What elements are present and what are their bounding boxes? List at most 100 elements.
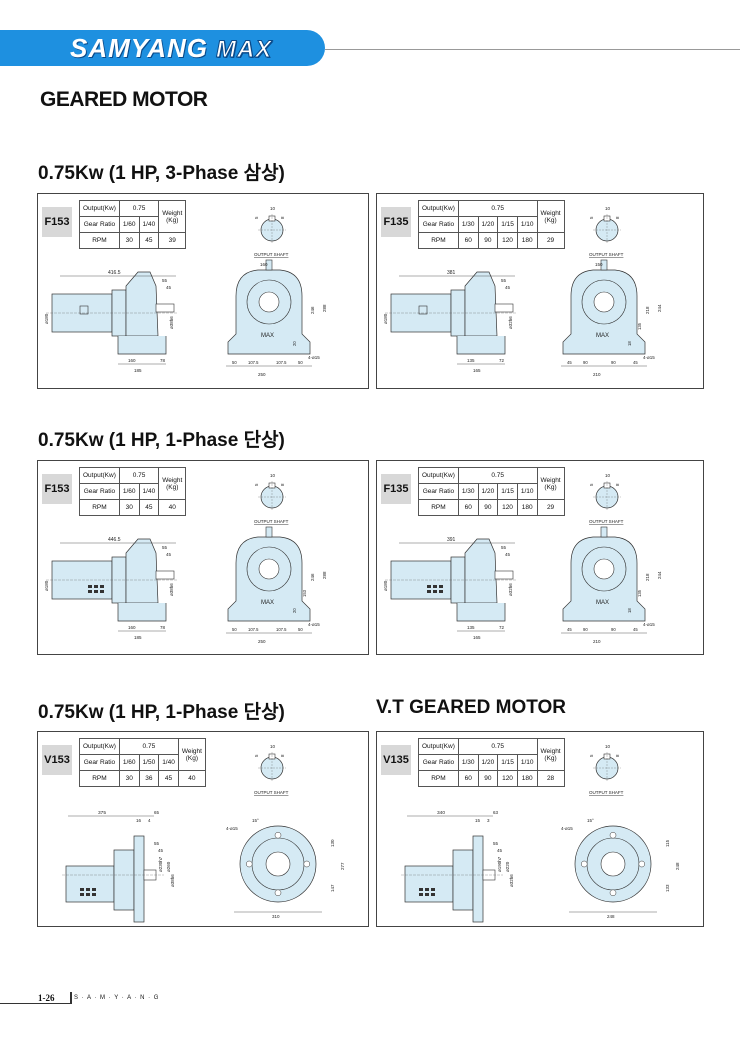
spec-cell: Gear Ratio	[418, 216, 459, 233]
spec-cell: Gear Ratio	[79, 216, 120, 233]
dimension-label: 18	[627, 341, 632, 346]
spec-cell: 1/10	[516, 754, 538, 771]
spec-cell: 45	[138, 499, 160, 516]
dimension-label: 18	[627, 608, 632, 613]
dimension-label: 150	[595, 262, 603, 267]
spec-cell: 1/60	[118, 483, 140, 500]
dimension-label: 288	[322, 304, 327, 312]
dimension-label: 375	[98, 810, 106, 816]
spec-cell: 1/30	[457, 754, 479, 771]
dimension-label: 244	[657, 304, 662, 312]
spec-cell: Gear Ratio	[418, 483, 459, 500]
dimension-label: 50	[298, 627, 303, 632]
dimension-label: 45	[505, 285, 511, 290]
spec-cell: 30	[118, 499, 140, 516]
spec-cell: RPM	[418, 770, 459, 787]
dimension-label: 248	[675, 862, 680, 870]
dimension-label: 107.5	[248, 627, 259, 632]
dimension-label: 4-ø15	[308, 355, 320, 360]
dimension-label: 8	[615, 216, 620, 219]
header-rule	[325, 49, 740, 50]
model-code: V135	[381, 745, 411, 775]
dimension-label: 4	[148, 818, 151, 823]
dimension-label: ø180	[44, 580, 49, 591]
dimension-label: ø230h7	[158, 856, 163, 872]
page-number: 1-26	[38, 993, 55, 1003]
spec-cell: 180	[516, 232, 538, 249]
dimension-label: 135	[467, 625, 475, 630]
spec-cell: 0.75	[457, 738, 538, 755]
spec-cell: Output(Kw)	[79, 200, 120, 217]
dimension-label: 15°	[252, 818, 259, 823]
dimension-label: 135	[637, 322, 642, 330]
dimension-label: 90	[611, 627, 616, 632]
spec-cell: 1/10	[516, 216, 538, 233]
spec-cell: 1/50	[138, 754, 160, 771]
spec-cell: 1/40	[138, 483, 160, 500]
dimension-label: 288	[322, 571, 327, 579]
spec-cell: 1/20	[477, 754, 499, 771]
spec-cell: Gear Ratio	[418, 754, 459, 771]
dimension-label: 4-ø15	[308, 622, 320, 627]
weight-header: Weight(Kg)	[158, 200, 187, 233]
spec-cell: 1/40	[158, 754, 179, 771]
spec-cell: Output(Kw)	[418, 200, 459, 217]
dimension-label: ø32h6	[508, 316, 513, 329]
section-title-1phase: 0.75Kw (1 HP, 1-Phase 단상)	[38, 430, 285, 451]
spec-cell: 1/60	[118, 216, 140, 233]
max-logo: MAX	[261, 600, 274, 606]
dimension-label: 45	[567, 627, 572, 632]
output-shaft-label: OUTPUT SHAFT	[589, 790, 624, 795]
dimension-label: ø38h6	[170, 874, 175, 887]
dimension-label: 55	[162, 278, 168, 283]
dimension-label: 45	[633, 360, 638, 365]
dimension-label: ø32h6	[509, 874, 514, 887]
spec-cell: 45	[158, 770, 179, 787]
spec-cell: 30	[118, 232, 140, 249]
dimension-label: 78	[160, 625, 166, 630]
dimension-label: 340	[437, 810, 445, 816]
dimension-label: 50	[298, 360, 303, 365]
dimension-label: 381	[447, 270, 456, 276]
dimension-label: 4-ø15	[226, 826, 238, 831]
dimension-label: 50	[232, 360, 237, 365]
dimension-label: 90	[583, 360, 588, 365]
dimension-label: 250	[258, 372, 266, 377]
dimension-label: 45	[166, 552, 172, 557]
dimension-label: 8	[615, 483, 620, 486]
model-code: V153	[42, 745, 72, 775]
dimension-label: 90	[583, 627, 588, 632]
spec-cell: Gear Ratio	[79, 754, 120, 771]
dimension-label: 20	[292, 608, 297, 613]
dimension-label: 45	[158, 848, 164, 853]
dimension-label: 160	[128, 625, 136, 630]
dimension-label: 10	[605, 473, 611, 478]
dimension-label: 5	[589, 754, 594, 757]
spec-cell: 1/15	[497, 216, 518, 233]
section-title-vt: V.T GEARED MOTOR	[376, 697, 567, 718]
dimension-label: 4-ø15	[561, 826, 573, 831]
spec-cell: Gear Ratio	[79, 483, 120, 500]
dimension-label: 10	[270, 473, 276, 478]
spec-cell: 40	[158, 499, 187, 516]
spec-cell: 1/30	[457, 216, 479, 233]
dimension-label: 72	[499, 358, 505, 363]
dimension-label: 5	[254, 754, 259, 757]
spec-cell: RPM	[79, 770, 120, 787]
model-code: F135	[381, 207, 411, 237]
dimension-label: 310	[272, 914, 280, 919]
